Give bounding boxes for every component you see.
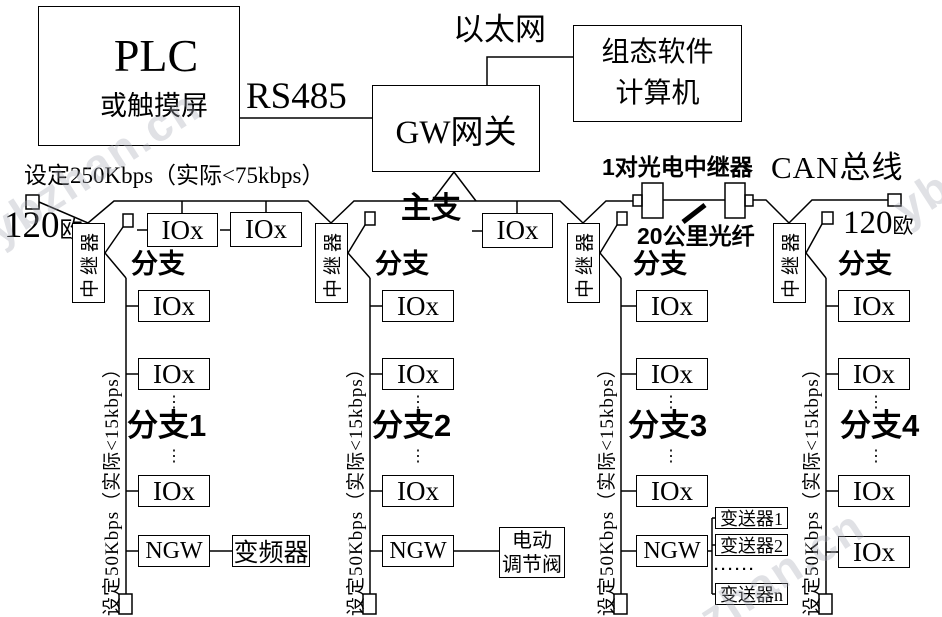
transmitter-box-1: 变送器1	[715, 507, 788, 529]
branch2-device-2: IOx	[382, 358, 454, 390]
repeater-box-3: 中继器	[567, 223, 600, 303]
bus-iox-box-1: IOx	[147, 213, 218, 247]
bus-terminator-right	[887, 193, 902, 207]
plc-subtitle: 或触摸屏	[100, 90, 208, 121]
bus-iox-box-2: IOx	[230, 212, 302, 247]
ethernet-line	[486, 56, 573, 85]
can-bus-label: CAN总线	[771, 150, 904, 185]
branch4-ellipsis-bottom: ⋮	[868, 448, 884, 465]
terminator-right-label: 120欧	[843, 205, 914, 241]
gateway-bus-link	[431, 170, 477, 202]
branch3-word: 分支	[633, 249, 687, 279]
branch2-name: 分支2	[372, 408, 452, 443]
gateway-box: GW网关	[372, 85, 540, 172]
gateway-label: GW网关	[395, 114, 517, 151]
device-stub-lines	[126, 201, 838, 553]
branch-top-connectors	[104, 211, 834, 279]
computer-box: 组态软件 计算机	[573, 25, 742, 122]
terminator-left-label: 120欧	[4, 205, 83, 246]
branch4-rate-label: 设定50Kbps（实际<15kbps）	[802, 358, 823, 616]
opto-connector-1	[632, 194, 643, 207]
valve-box: 电动 调节阀	[499, 527, 565, 578]
branch1-ellipsis-top: ⋮	[166, 394, 182, 411]
branch4-name: 分支4	[840, 408, 920, 443]
branch3-rate-label: 设定50Kbps（实际<15kbps）	[597, 358, 618, 616]
branch2-ellipsis-bottom: ⋮	[410, 448, 426, 465]
bus-iox-box-3: IOx	[482, 213, 553, 248]
opto-pair-label: 1对光电中继器	[602, 154, 753, 180]
main-rate-label: 设定250Kbps（实际<75kbps）	[24, 163, 325, 188]
computer-line2: 计算机	[615, 77, 700, 109]
branch1-device-2: IOx	[138, 358, 210, 390]
computer-line1: 组态软件	[601, 36, 714, 68]
plc-title: PLC	[113, 29, 199, 81]
branch-bottom-terminators	[118, 593, 833, 615]
branch2-rate-label: 设定50Kbps（实际<15kbps）	[346, 358, 367, 616]
repeater-box-2: 中继器	[315, 223, 348, 303]
plc-box: PLC 或触摸屏	[38, 6, 240, 146]
opto-connector-2	[744, 194, 754, 207]
opto-repeater-box-2	[724, 182, 746, 219]
transmitter-bracket	[708, 517, 715, 595]
branch4-device-4: IOx	[838, 536, 910, 568]
vfd-box: 变频器	[232, 535, 310, 567]
branch1-device-1: IOx	[138, 290, 210, 322]
branch2-device-3: IOx	[382, 475, 454, 507]
branch4-device-1: IOx	[838, 290, 910, 322]
branch3-device-3: IOx	[636, 475, 708, 507]
branch3-device-1: IOx	[636, 290, 708, 322]
branch1-word: 分支	[131, 249, 185, 279]
branch3-ellipsis-bottom: ⋮	[663, 448, 679, 465]
branch1-name: 分支1	[127, 408, 207, 443]
branch3-ngw-box: NGW	[636, 535, 708, 567]
branch4-ellipsis-top: ⋮	[868, 394, 884, 411]
transmitter-box-n: 变送器n	[715, 583, 788, 605]
branch2-device-1: IOx	[382, 290, 454, 322]
branch3-ellipsis-top: ⋮	[663, 394, 679, 411]
branch2-word: 分支	[375, 249, 429, 279]
branch4-device-3: IOx	[838, 475, 910, 507]
repeater-box-4: 中继器	[773, 223, 806, 303]
branch1-rate-label: 设定50Kbps（实际<15kbps）	[102, 358, 123, 616]
ethernet-label: 以太网	[453, 12, 546, 47]
rs485-label: RS485	[246, 76, 347, 117]
branch1-device-3: IOx	[138, 475, 210, 507]
branch2-ngw-box: NGW	[382, 535, 454, 567]
transmitter-dots: ······	[714, 561, 756, 578]
transmitter-box-2: 变送器2	[715, 534, 788, 556]
fiber-emphasis-stroke	[681, 203, 707, 224]
branch3-device-2: IOx	[636, 358, 708, 390]
branch1-ellipsis-bottom: ⋮	[166, 448, 182, 465]
opto-repeater-box-1	[641, 182, 664, 219]
bus-terminator-left	[25, 194, 40, 210]
repeater-box-1: 中继器	[72, 223, 105, 303]
branch4-word: 分支	[838, 249, 892, 279]
branch1-ngw-box: NGW	[138, 535, 210, 567]
main-branch-label: 主支	[401, 192, 461, 225]
fiber-label: 20公里光纤	[637, 223, 755, 249]
branch4-device-2: IOx	[838, 358, 910, 390]
branch3-name: 分支3	[628, 408, 708, 443]
branch2-ellipsis-top: ⋮	[410, 394, 426, 411]
main-bus-line	[38, 200, 633, 225]
